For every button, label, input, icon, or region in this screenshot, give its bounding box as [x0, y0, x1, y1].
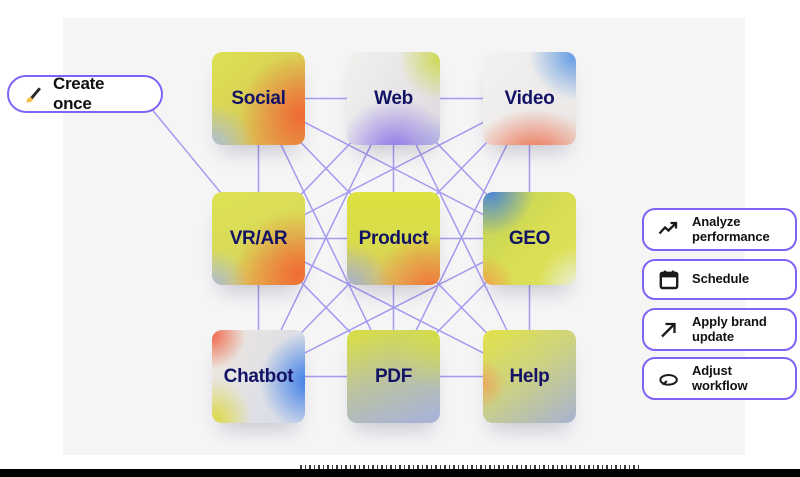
- tile-video[interactable]: Video: [483, 52, 576, 145]
- writing-hand-icon: [23, 84, 44, 105]
- analyze-performance-pill[interactable]: Analyze performance: [642, 208, 797, 251]
- tile-web[interactable]: Web: [347, 52, 440, 145]
- tile-vrar-label: VR/AR: [229, 227, 288, 249]
- illegible-caption: [300, 465, 640, 469]
- schedule-label: Schedule: [692, 271, 749, 287]
- tile-product-label: Product: [358, 227, 429, 249]
- schedule-pill[interactable]: Schedule: [642, 259, 797, 300]
- tile-web-label: Web: [374, 87, 413, 109]
- adjust-workflow-pill[interactable]: Adjust workflow: [642, 357, 797, 400]
- tile-video-label: Video: [504, 87, 555, 109]
- analyze-performance-label: Analyze performance: [692, 214, 770, 244]
- tile-social[interactable]: Social: [212, 52, 305, 145]
- calendar-icon: [657, 268, 681, 292]
- tile-social-label: Social: [231, 87, 286, 109]
- apply-brand-update-label: Apply brand update: [692, 314, 767, 344]
- create-once-label: Create once: [53, 74, 105, 113]
- tile-pdf-label: PDF: [374, 365, 413, 387]
- tile-product[interactable]: Product: [347, 192, 440, 285]
- tile-geo-label: GEO: [508, 227, 551, 249]
- tile-pdf[interactable]: PDF: [347, 330, 440, 423]
- tile-help-label: Help: [509, 365, 550, 387]
- loop-arrow-icon: [657, 367, 681, 391]
- tile-chatbot[interactable]: Chatbot: [212, 330, 305, 423]
- apply-brand-update-pill[interactable]: Apply brand update: [642, 308, 797, 351]
- adjust-workflow-label: Adjust workflow: [692, 363, 748, 393]
- bottom-letterbox-bar: [0, 469, 800, 477]
- tile-chatbot-label: Chatbot: [223, 365, 294, 387]
- tile-geo[interactable]: GEO: [483, 192, 576, 285]
- create-once-pill[interactable]: Create once: [7, 74, 163, 113]
- tile-vrar[interactable]: VR/AR: [212, 192, 305, 285]
- arrow-up-right-icon: [657, 318, 681, 342]
- tile-help[interactable]: Help: [483, 330, 576, 423]
- trend-up-icon: [657, 218, 681, 242]
